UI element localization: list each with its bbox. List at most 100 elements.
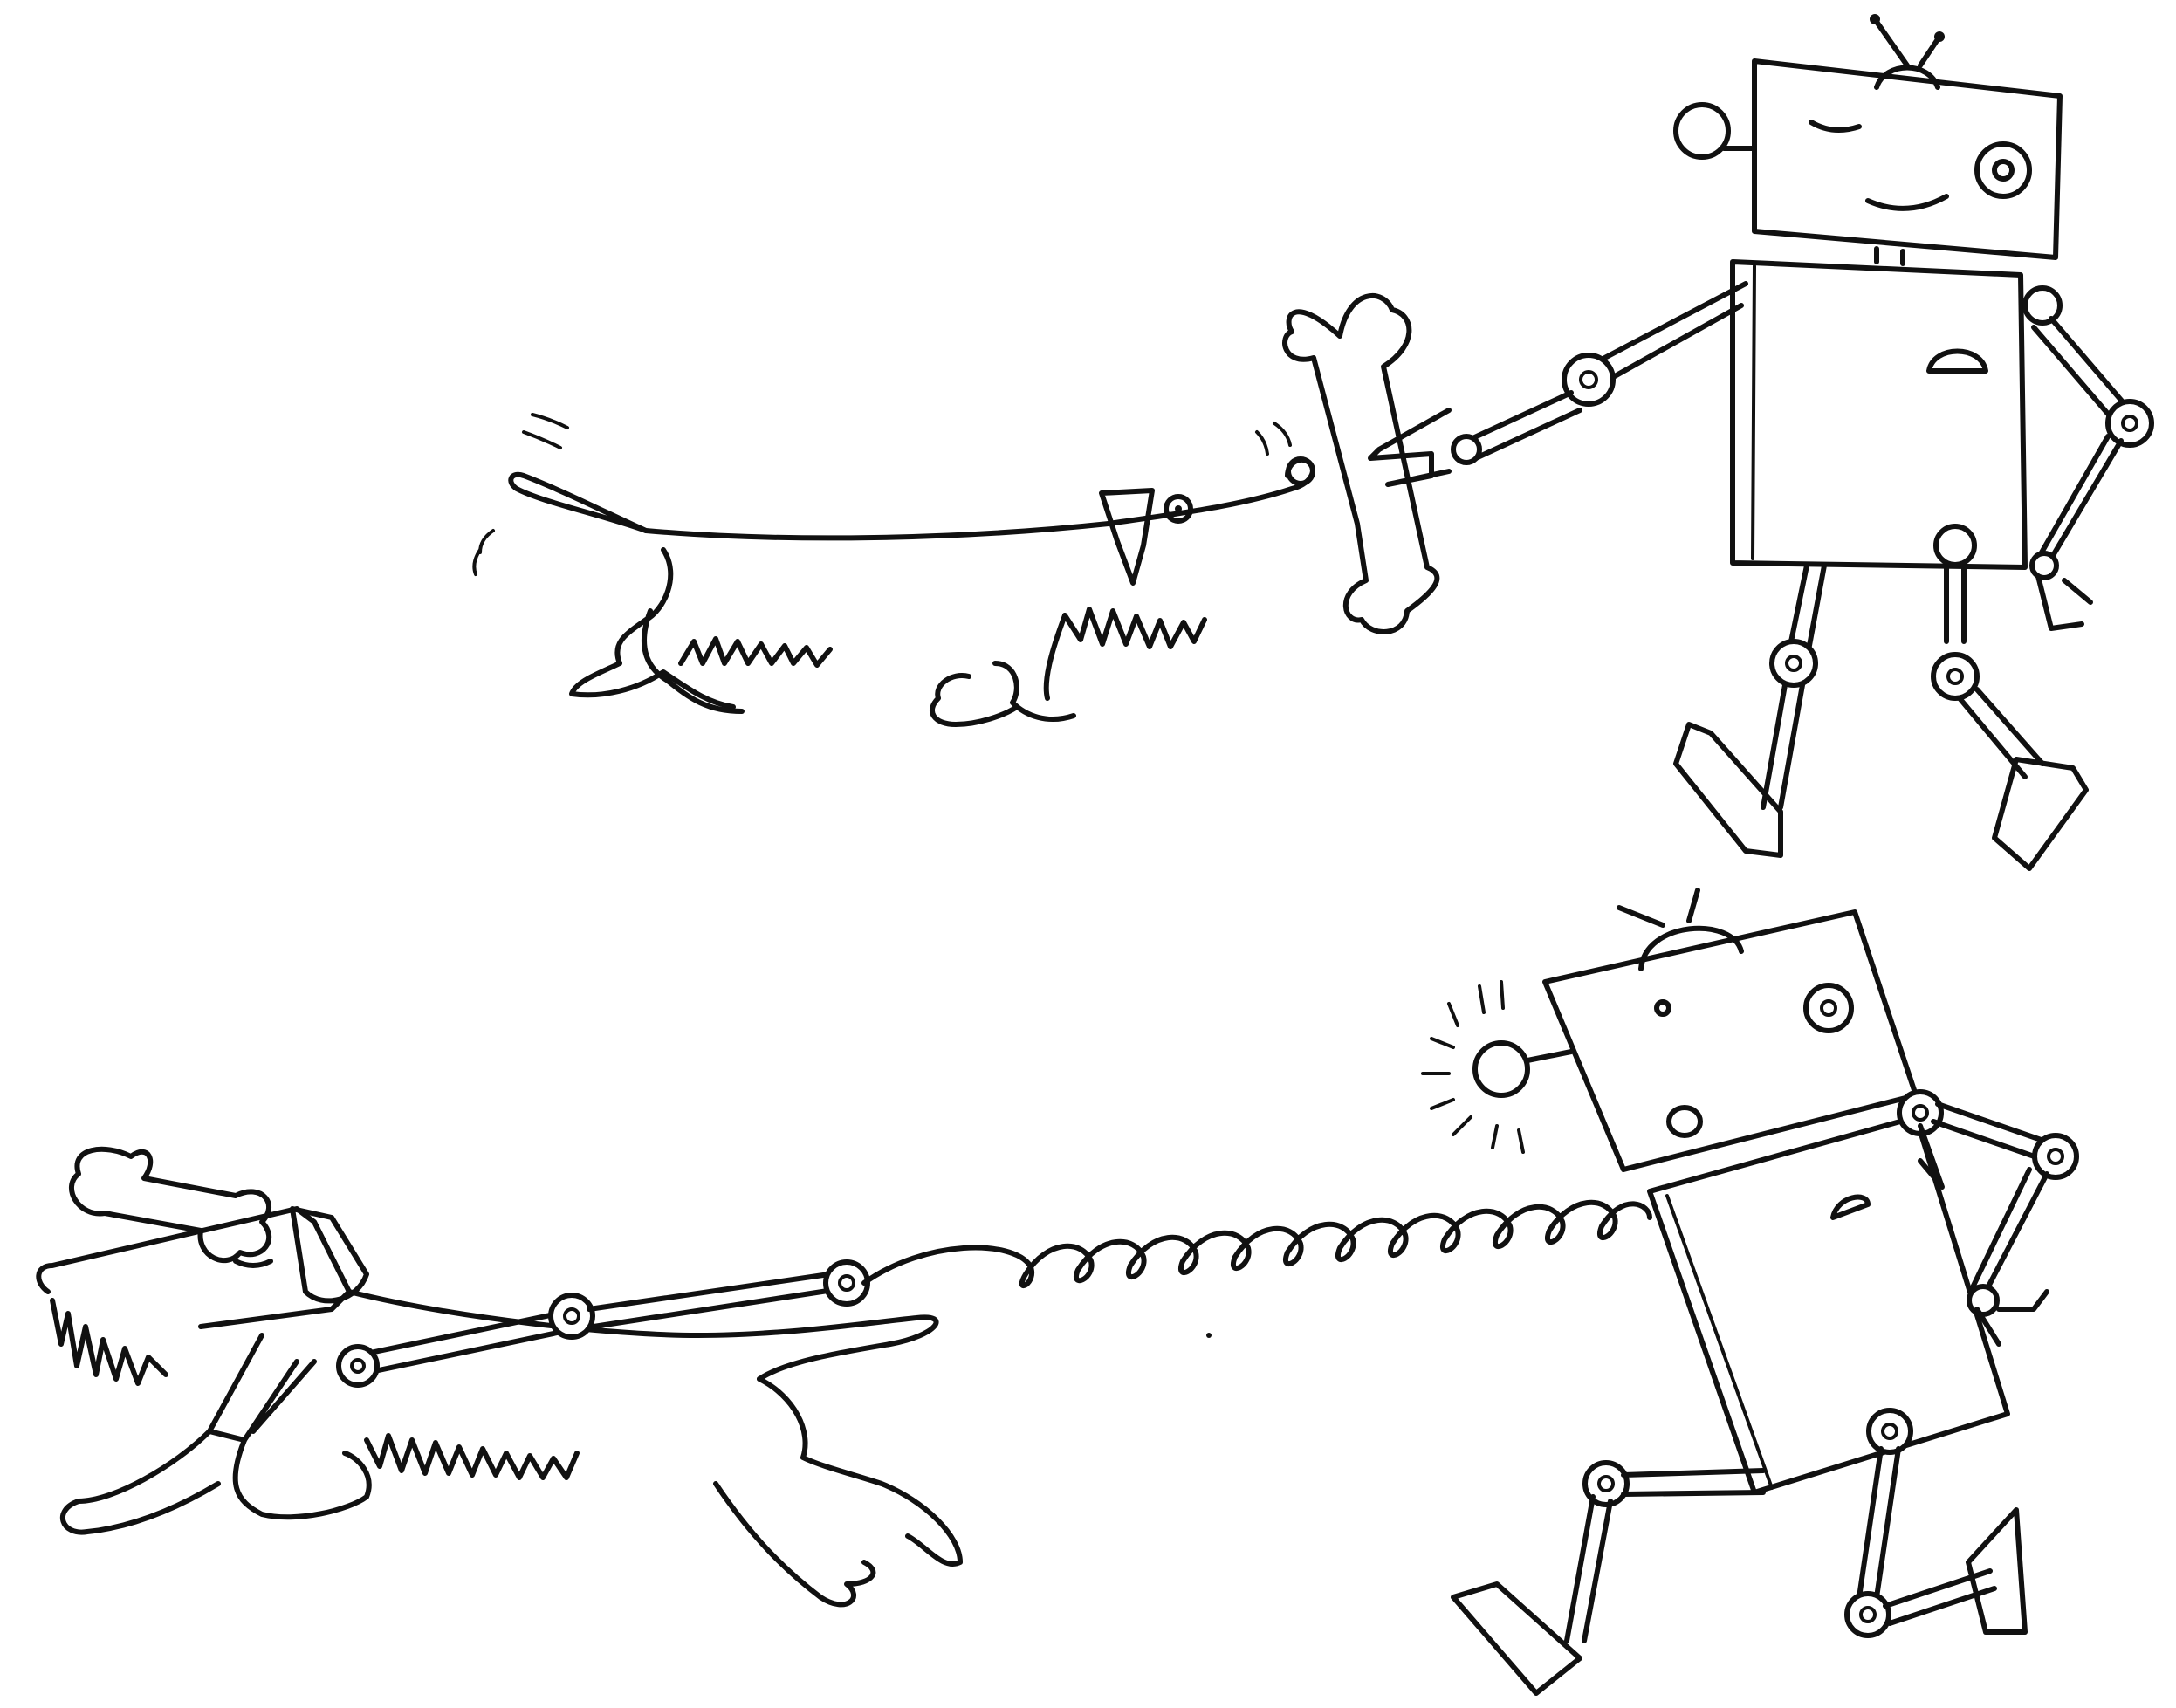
robot-bottom-chest-light-icon bbox=[1830, 1194, 1871, 1220]
terrier-beard bbox=[50, 1298, 168, 1386]
robot-top-knee-left-inner bbox=[1785, 655, 1802, 672]
top-bone-icon bbox=[1282, 292, 1440, 634]
robot-top-knee-left-icon bbox=[1769, 639, 1818, 688]
robot-bottom-small-eye-icon bbox=[1654, 999, 1671, 1017]
terrier-front-leg-2 bbox=[232, 1437, 372, 1520]
dachshund-hind-leg-left bbox=[929, 673, 1019, 727]
dachshund-hind-haunch bbox=[1043, 613, 1067, 701]
robot-top-mouth bbox=[1865, 194, 1949, 211]
robot-bottom-ear bbox=[1525, 1049, 1574, 1063]
top-scene bbox=[472, 14, 2154, 871]
robot-bottom-hip-right-icon bbox=[1866, 1408, 1913, 1455]
robot-bottom-eye-icon bbox=[1803, 983, 1854, 1033]
terrier-jaw bbox=[207, 1333, 317, 1443]
robot-bottom-ear-rays bbox=[1421, 980, 1525, 1154]
robot-bottom-antenna bbox=[1617, 888, 1700, 928]
arm-segment-2 bbox=[587, 1272, 836, 1329]
dachshund-ear bbox=[1099, 488, 1155, 586]
robot-bottom-hip-left-inner bbox=[1597, 1475, 1615, 1492]
terrier-front-leg bbox=[59, 1429, 221, 1535]
dachshund-back bbox=[643, 521, 1111, 541]
dachshund bbox=[472, 413, 1315, 727]
robot-bottom-shoulder-icon bbox=[1897, 1089, 1944, 1136]
robot-top-hand bbox=[1368, 408, 1452, 487]
bottom-bone-icon bbox=[69, 1146, 272, 1264]
robot-top-elbow-joint-inner bbox=[1579, 370, 1598, 389]
robot-top-leg-left-lower bbox=[1761, 683, 1805, 810]
terrier-head bbox=[36, 1206, 352, 1329]
robot-bottom-left-arm bbox=[1918, 1123, 1945, 1190]
antenna-tip-left bbox=[1870, 14, 1880, 24]
spring-coil bbox=[861, 1199, 1652, 1289]
dachshund-nose-icon bbox=[1286, 456, 1315, 486]
arm-joint-1-icon bbox=[336, 1344, 380, 1388]
arm-joint-3-icon bbox=[823, 1259, 870, 1307]
antenna-tip-right bbox=[1934, 31, 1945, 42]
robot-bottom-leg-left-upper bbox=[1621, 1468, 1766, 1497]
terrier-belly-fur bbox=[364, 1433, 580, 1480]
dachshund-tail bbox=[508, 471, 649, 533]
robot-top-right-wrist-icon bbox=[2029, 551, 2059, 580]
robot-bottom-foot-left bbox=[1451, 1581, 1582, 1696]
robot-top-head bbox=[1752, 58, 2063, 260]
arm-joint-2-inner bbox=[563, 1307, 580, 1325]
robot-top-antenna bbox=[1874, 19, 1940, 68]
terrier-ear bbox=[290, 1206, 369, 1304]
robot-bottom-leg-left-lower bbox=[1564, 1494, 1613, 1643]
robot-top-right-arm-upper bbox=[2031, 316, 2132, 422]
robot-top-leg-left-upper bbox=[1787, 563, 1827, 653]
robot-bottom-arm-upper bbox=[1931, 1101, 2054, 1163]
robot-bottom-body-edge bbox=[1665, 1194, 1774, 1490]
dachshund-chin-fur bbox=[1062, 607, 1207, 649]
robot-top-right-elbow-inner bbox=[2121, 415, 2138, 432]
tail-motion-lines bbox=[472, 413, 569, 576]
dachshund-front-leg-left bbox=[569, 547, 736, 710]
robot-top-wrist-joint-icon bbox=[1451, 434, 1482, 465]
robot-bottom-hip-right-inner bbox=[1881, 1423, 1898, 1440]
robot-top-foot-left bbox=[1673, 722, 1783, 858]
robot-top-body-edge bbox=[1751, 264, 1756, 560]
dachshund-hind-leg-right bbox=[992, 661, 1076, 722]
robot-top-ear-knob-icon bbox=[1673, 102, 1731, 160]
robot-bottom-mouth bbox=[1666, 1105, 1703, 1138]
arm-joint-3-inner bbox=[838, 1274, 855, 1292]
robot-top bbox=[1368, 14, 2154, 871]
robot-top-foot-right bbox=[1992, 757, 2089, 871]
robot-bottom-hand bbox=[1974, 1289, 2049, 1347]
robot-top-neck bbox=[1874, 246, 1905, 266]
robot-bottom-wrist-icon bbox=[1967, 1284, 2000, 1317]
scottish-terrier bbox=[36, 1146, 963, 1608]
robot-bottom-knee-right-icon bbox=[1844, 1591, 1891, 1638]
robot-top-right-hand bbox=[2035, 573, 2093, 631]
robot-top-eye-inner bbox=[1992, 159, 2015, 182]
robot-top-shoulder-joint-icon bbox=[2022, 285, 2063, 326]
robot-top-forearm bbox=[1455, 390, 1582, 465]
robot-top-body bbox=[1730, 259, 2028, 570]
robot-top-eye-closed bbox=[1809, 120, 1862, 133]
robot-bottom-leg-right-upper bbox=[1857, 1446, 1901, 1600]
terrier-hind-leg bbox=[713, 1481, 876, 1608]
robot-top-right-elbow-icon bbox=[2105, 399, 2154, 448]
robot-bottom-foot-right bbox=[1966, 1507, 2028, 1635]
robot-bottom-shoulder-inner bbox=[1912, 1104, 1929, 1122]
robot-top-arm-upper bbox=[1577, 281, 1748, 391]
robot-bottom-forearm bbox=[1970, 1167, 2049, 1294]
robot-top-knee-right-inner bbox=[1946, 668, 1964, 685]
robot-bottom-body bbox=[1647, 1115, 2010, 1495]
bone-motion-lines bbox=[1255, 422, 1292, 456]
coiled-spring-arm bbox=[336, 1199, 1652, 1388]
robot-bottom-knee-right-inner bbox=[1859, 1606, 1877, 1623]
robot-bottom-elbow-inner bbox=[2047, 1148, 2064, 1165]
robot-top-eye-icon bbox=[1974, 141, 2032, 199]
terrier-hind-haunch bbox=[757, 1376, 963, 1567]
arm-joint-1-inner bbox=[350, 1358, 366, 1374]
dachshund-eye-icon bbox=[1164, 494, 1193, 524]
robot-bottom-elbow-icon bbox=[2032, 1133, 2079, 1180]
dachshund-pupil bbox=[1175, 505, 1182, 512]
terrier-back bbox=[347, 1289, 939, 1382]
robot-bottom-eye-inner bbox=[1820, 999, 1837, 1017]
stray-dot bbox=[1206, 1333, 1212, 1338]
robot-top-knee-right-icon bbox=[1931, 652, 1980, 701]
dachshund-belly-fur bbox=[678, 636, 833, 668]
